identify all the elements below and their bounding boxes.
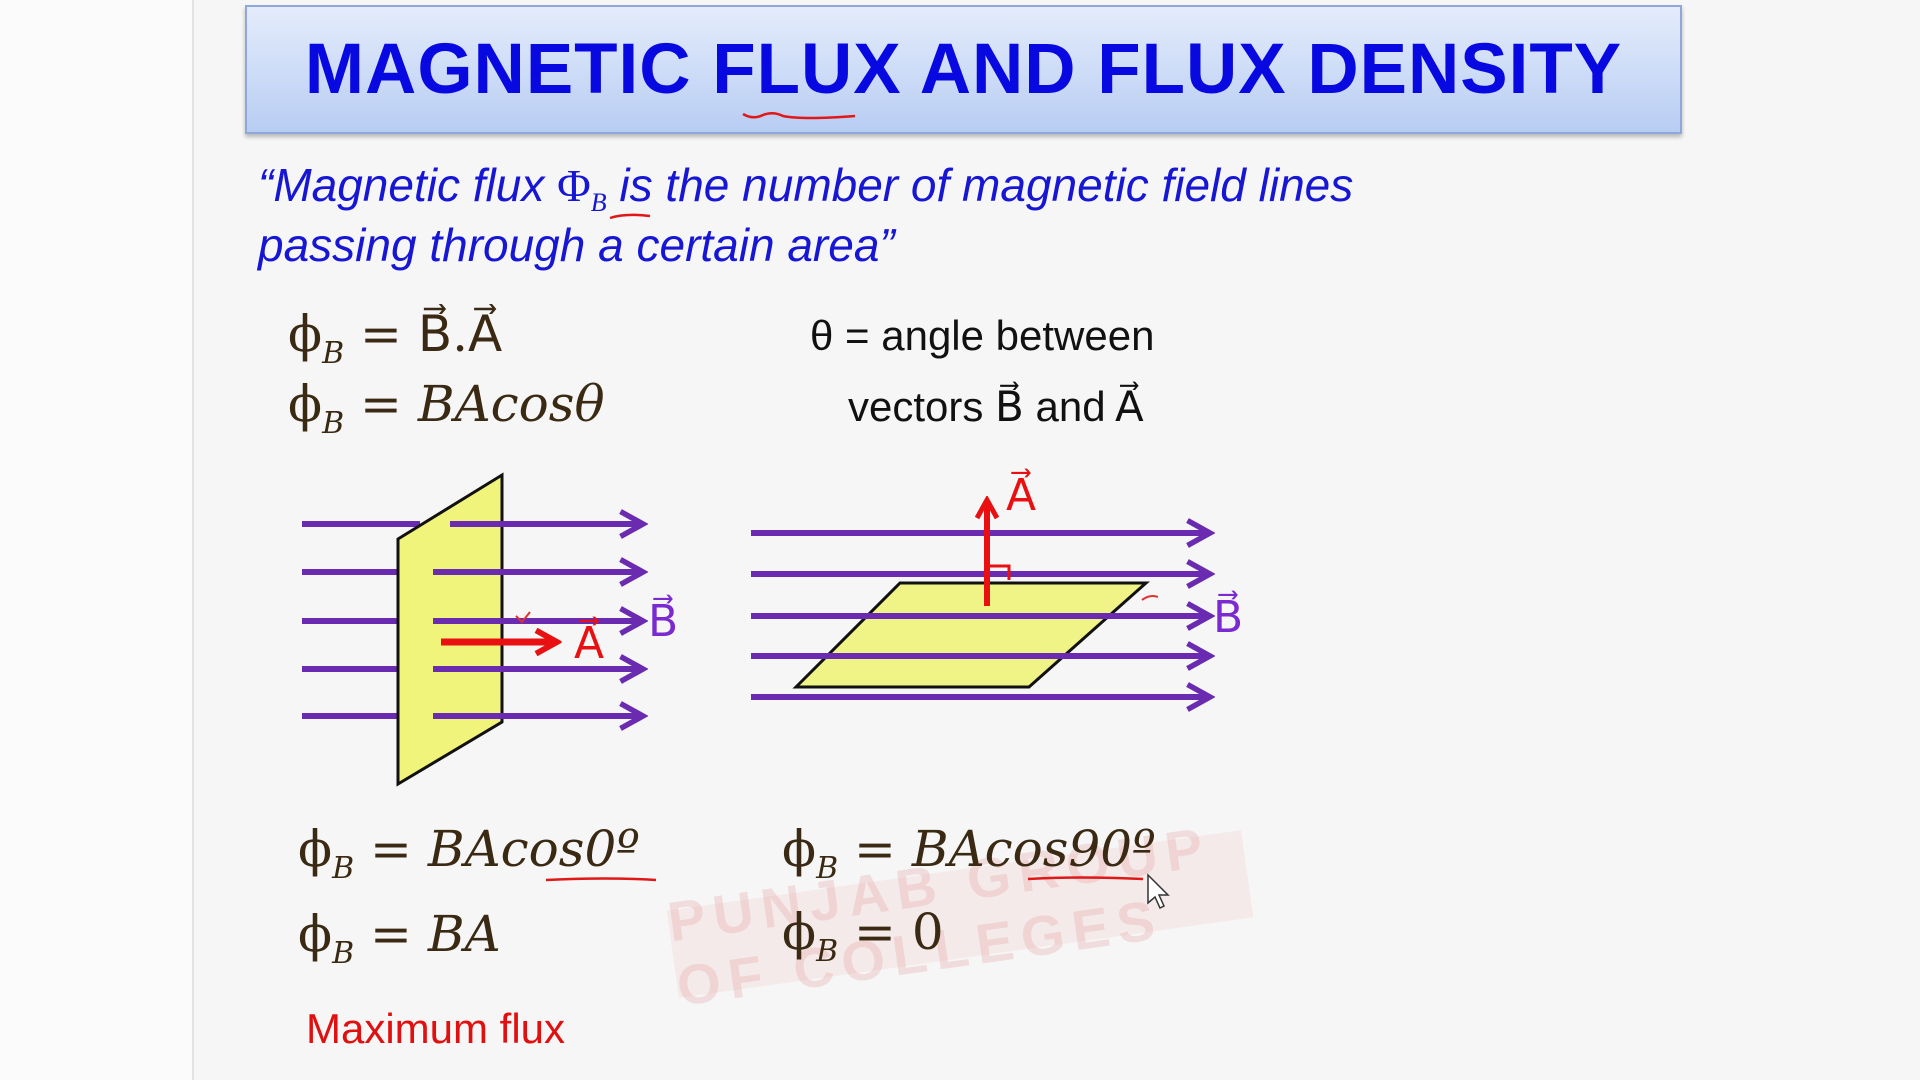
right-diagram-parallel-plate — [751, 500, 1210, 697]
maximum-flux-note: Maximum flux — [306, 1005, 566, 1052]
right-equation-result: ϕB = 0 — [782, 903, 944, 969]
field-vector-label: B⃗ — [648, 594, 678, 646]
annotations — [545, 112, 1144, 882]
field-vector-label: B⃗ — [1213, 590, 1243, 642]
annotation-mark — [1141, 595, 1159, 601]
definition-text: is the number of magnetic field lines — [606, 159, 1354, 211]
left-equation-cos0: ϕB = BAcos0º — [298, 820, 640, 886]
left-diagram-perpendicular-plate — [302, 472, 643, 787]
phi-symbol: Φ — [557, 160, 591, 211]
theta-definition-line-1: θ = angle between — [810, 312, 1155, 359]
mouse-cursor-icon — [1147, 873, 1170, 910]
left-equation-result: ϕB = BA — [298, 905, 501, 971]
definition-text: “Magnetic flux — [258, 159, 558, 211]
area-vector-label: A⃗ — [1006, 468, 1036, 520]
slide-title: MAGNETIC FLUX AND FLUX DENSITY — [304, 30, 1623, 109]
title-banner: MAGNETIC FLUX AND FLUX DENSITY — [245, 5, 1682, 134]
left-margin — [0, 0, 194, 1080]
equation-dot-product: ϕB = B⃗.A⃗ — [288, 305, 503, 371]
area-plate — [792, 581, 1150, 689]
definition-line-1: “Magnetic flux ΦB is the number of magne… — [258, 158, 1353, 218]
equation-cos-form: ϕB = BAcosθ — [288, 375, 605, 441]
right-equation-cos90: ϕB = BAcos90º — [782, 820, 1156, 886]
phi-subscript: B — [590, 188, 607, 217]
right-angle-mark — [987, 564, 1011, 580]
definition-line-2: passing through a certain area” — [258, 219, 895, 271]
annotation-mark — [515, 611, 531, 624]
area-plate — [396, 472, 504, 787]
area-vector-label: A⃗ — [574, 616, 604, 668]
theta-definition-line-2: vectors B⃗ and A⃗ — [848, 383, 1144, 430]
